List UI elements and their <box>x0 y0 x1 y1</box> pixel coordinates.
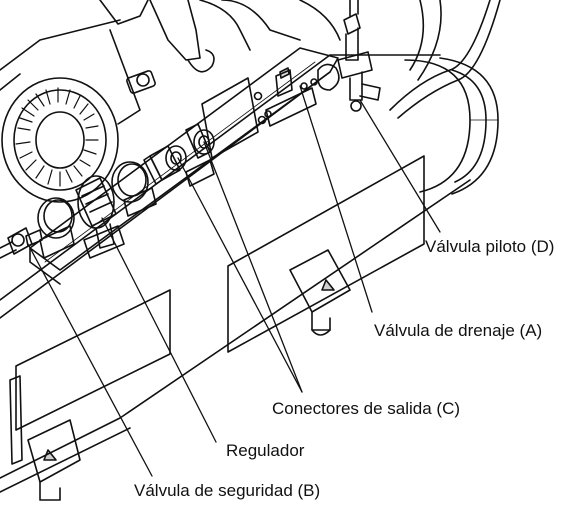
label-plates <box>15 155 425 431</box>
pump-head <box>99 0 501 119</box>
air-tank <box>0 54 499 493</box>
pilot-valve-part <box>317 0 381 112</box>
safety-valve-leader <box>27 243 153 477</box>
motor-fan-cover <box>0 19 141 203</box>
pressure-gauges <box>37 161 157 259</box>
outlet-connectors-leader-1 <box>203 141 303 393</box>
safety-valve-label: Válvula de seguridad (B) <box>134 481 320 500</box>
safety-valve-part <box>0 227 43 259</box>
outlet-connectors <box>143 123 215 187</box>
regulator-part <box>75 175 125 259</box>
outlet-connectors-leader-2 <box>177 157 303 393</box>
support-feet <box>9 249 351 501</box>
pilot-valve-label: Válvula piloto (D) <box>425 237 554 256</box>
drain-valve-label: Válvula de drenaje (A) <box>374 321 542 340</box>
outlet-connectors-label: Conectores de salida (C) <box>272 399 460 418</box>
drain-valve-leader <box>299 85 373 313</box>
regulator-leader <box>101 217 217 443</box>
regulator-label: Regulador <box>226 441 305 460</box>
pilot-valve-leader <box>359 99 441 233</box>
